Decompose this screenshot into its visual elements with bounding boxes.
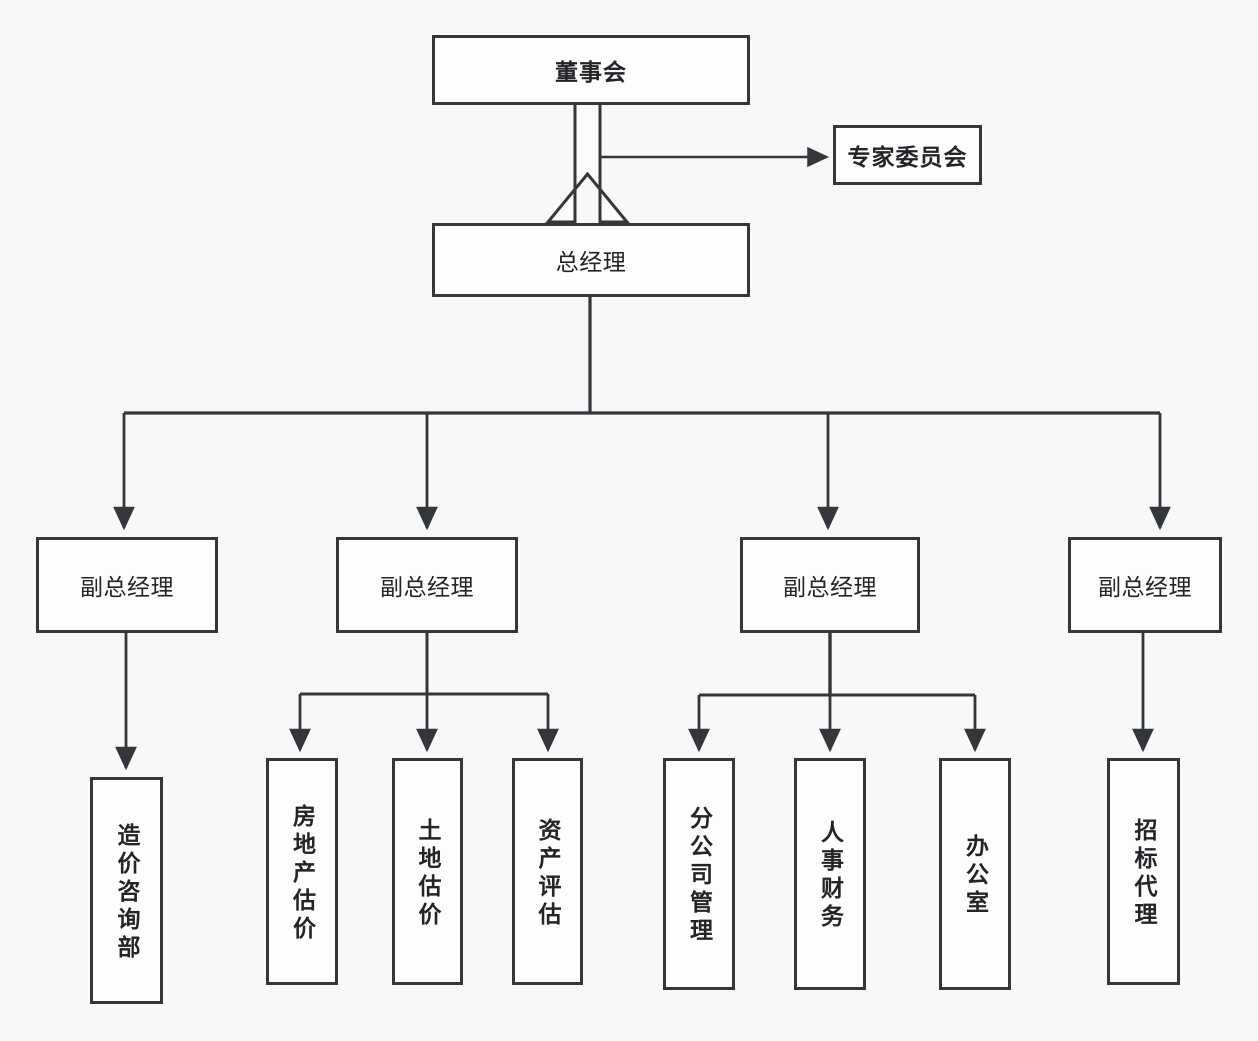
node-department-cost-consulting[interactable]: 造价咨询部 <box>90 777 163 1004</box>
node-label: 人事财务 <box>817 820 844 932</box>
node-label: 造价咨询部 <box>114 822 140 963</box>
node-label: 办公室 <box>962 834 989 918</box>
node-label: 副总经理 <box>1098 574 1192 600</box>
node-department-asset-evaluation[interactable]: 资产评估 <box>512 758 583 985</box>
node-label: 招标代理 <box>1131 817 1157 930</box>
node-label: 副总经理 <box>783 574 877 600</box>
node-label: 副总经理 <box>80 574 174 600</box>
node-label: 专家委员会 <box>847 144 968 170</box>
node-label: 总经理 <box>555 249 627 275</box>
node-expert-committee[interactable]: 专家委员会 <box>833 125 982 185</box>
node-label: 分公司管理 <box>686 806 713 946</box>
node-department-land-appraisal[interactable]: 土地估价 <box>392 758 463 985</box>
node-label: 资产评估 <box>535 817 561 930</box>
node-department-hr-finance[interactable]: 人事财务 <box>794 758 866 990</box>
node-label: 土地估价 <box>415 817 441 930</box>
node-label: 董事会 <box>555 59 627 85</box>
node-label: 副总经理 <box>380 574 474 600</box>
node-deputy-manager-4[interactable]: 副总经理 <box>1068 537 1222 633</box>
node-general-manager[interactable]: 总经理 <box>432 223 750 297</box>
connector-deputy3-to-departments <box>688 632 986 753</box>
node-deputy-manager-1[interactable]: 副总经理 <box>36 537 218 633</box>
node-deputy-manager-3[interactable]: 副总经理 <box>740 537 920 633</box>
connector-deputy2-to-departments <box>289 632 559 753</box>
connector-gm-to-deputy-bus <box>113 296 1171 531</box>
node-deputy-manager-2[interactable]: 副总经理 <box>336 537 518 633</box>
node-department-branch-management[interactable]: 分公司管理 <box>663 758 735 990</box>
node-board-of-directors[interactable]: 董事会 <box>432 35 750 105</box>
node-department-office[interactable]: 办公室 <box>939 758 1011 990</box>
node-department-real-estate-appraisal[interactable]: 房地产估价 <box>266 758 338 985</box>
node-label: 房地产估价 <box>289 803 316 944</box>
node-department-bidding-agency[interactable]: 招标代理 <box>1107 758 1180 985</box>
